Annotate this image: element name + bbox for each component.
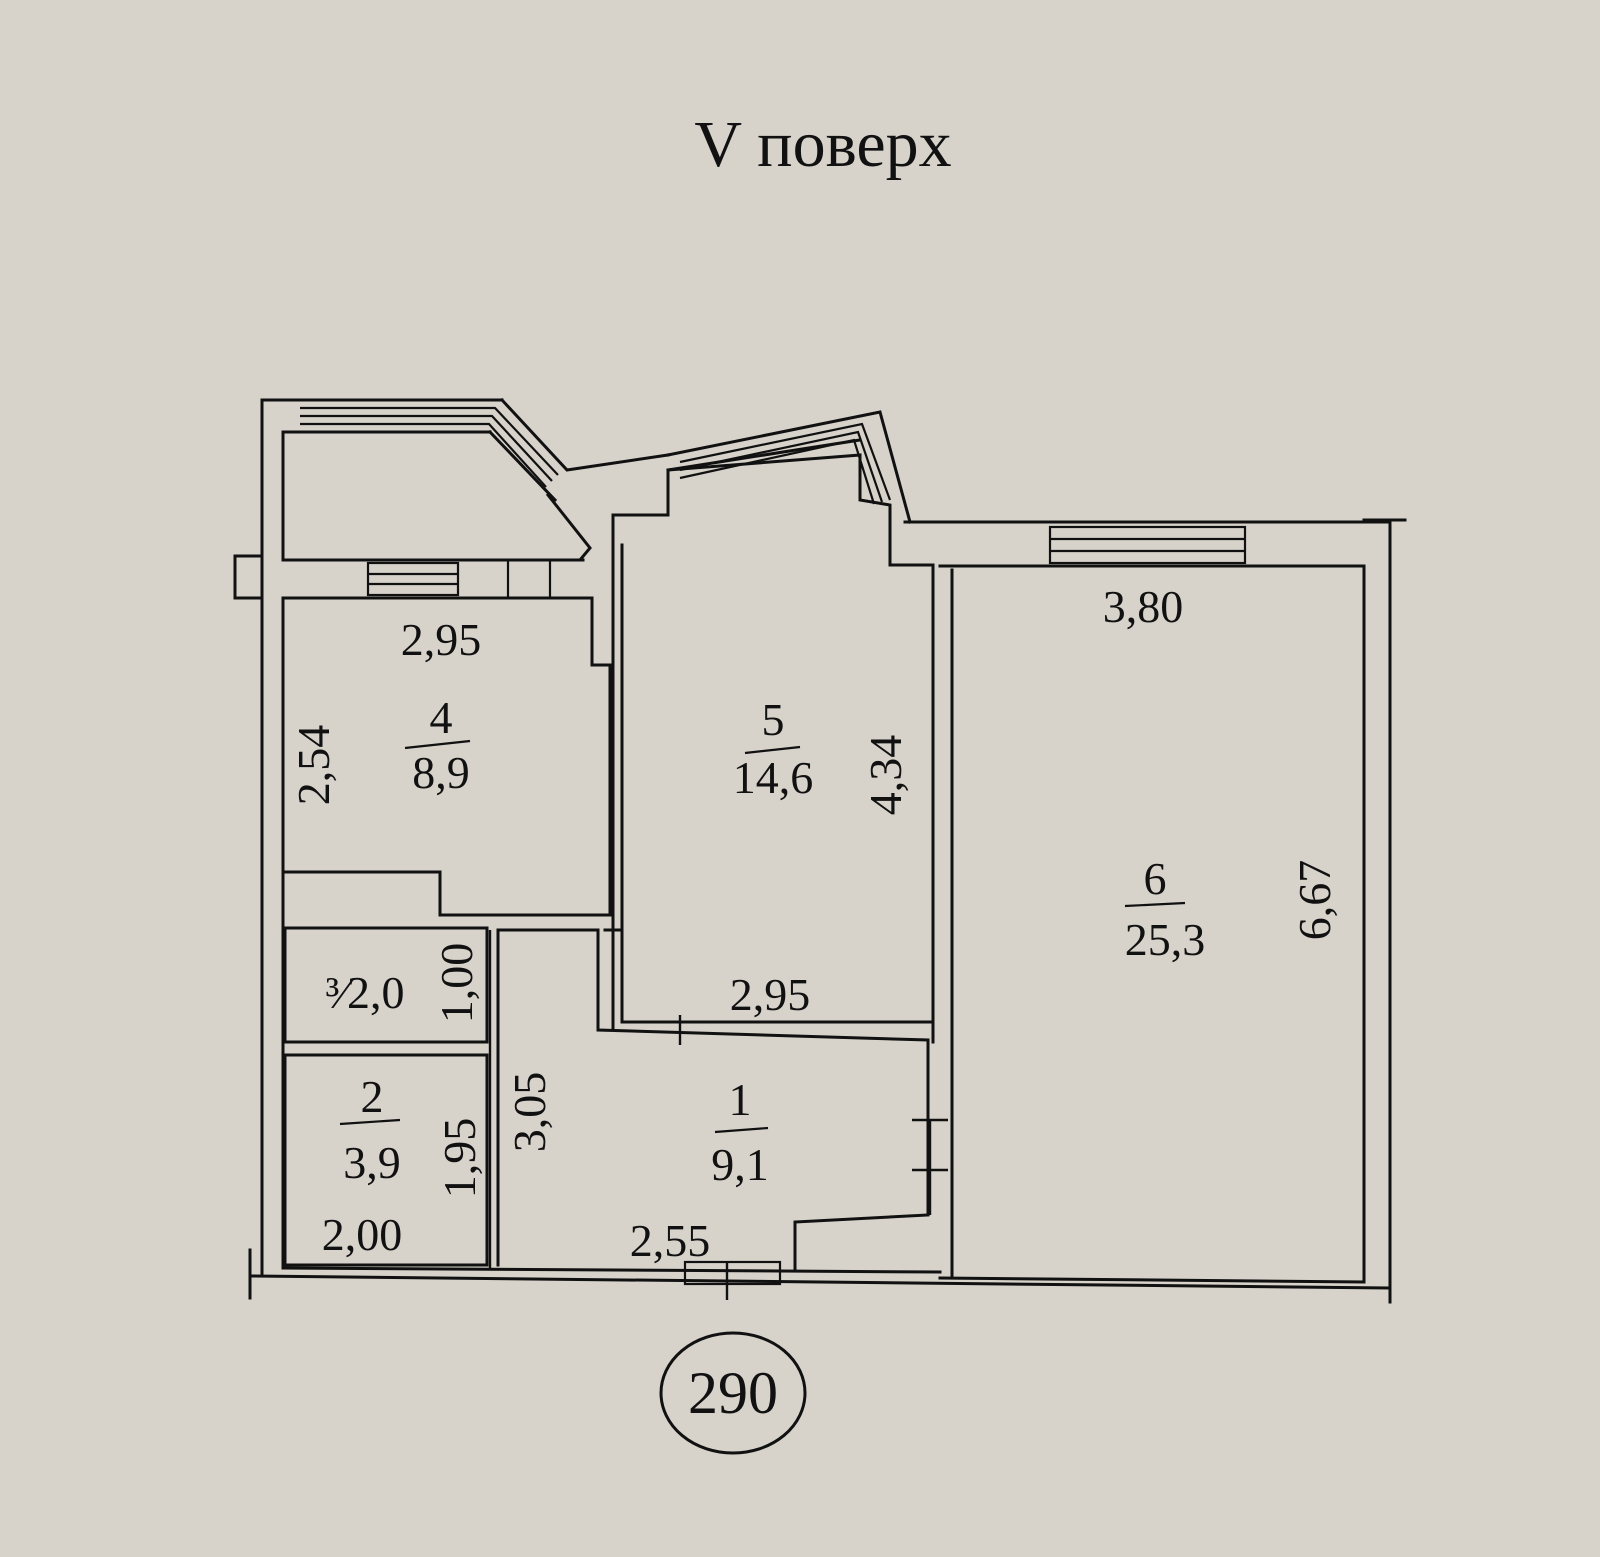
room-2-label: 2 3,9 bbox=[339, 1071, 401, 1188]
room-1-length: 3,05 bbox=[504, 1072, 555, 1153]
floor-title: V поверх bbox=[694, 108, 951, 181]
room-5-area: 14,6 bbox=[733, 752, 814, 803]
room-6-width: 3,80 bbox=[1103, 581, 1184, 632]
room-4-length: 2,54 bbox=[288, 725, 339, 806]
room-5-number: 5 bbox=[762, 694, 785, 745]
room-1-walls bbox=[496, 928, 930, 1272]
room-4-width: 2,95 bbox=[401, 614, 482, 665]
room-5-length: 4,34 bbox=[860, 735, 911, 816]
dimension-labels: 2,95 2,54 2,95 4,34 3,80 6,67 1,00 2,00 … bbox=[288, 581, 1340, 1266]
room-2-width: 2,00 bbox=[322, 1209, 403, 1260]
plan-number: 290 bbox=[688, 1360, 778, 1426]
room-6-label: 6 25,3 bbox=[1125, 853, 1206, 965]
room-2-area: 3,9 bbox=[343, 1137, 401, 1188]
room-6-walls bbox=[938, 568, 1366, 1284]
room-1-number: 1 bbox=[729, 1074, 752, 1125]
room-2-walls bbox=[283, 930, 492, 1270]
room-6-area: 25,3 bbox=[1125, 914, 1206, 965]
room-6-length: 6,67 bbox=[1289, 860, 1340, 941]
room-5-label: 5 14,6 bbox=[733, 694, 814, 803]
room-1-area: 9,1 bbox=[711, 1139, 769, 1190]
room-3-label: ³⁄2,0 bbox=[326, 967, 405, 1018]
room-2-number: 2 bbox=[361, 1071, 384, 1122]
room-6-number: 6 bbox=[1144, 853, 1167, 904]
room-3-area: ³⁄2,0 bbox=[326, 967, 405, 1018]
room-1-width: 2,55 bbox=[630, 1215, 711, 1266]
room-4-area: 8,9 bbox=[412, 747, 470, 798]
room-2-length: 1,95 bbox=[434, 1118, 485, 1199]
room-4-number: 4 bbox=[430, 692, 453, 743]
outer-walls bbox=[233, 398, 1407, 1304]
room-3-walls bbox=[283, 926, 489, 1044]
room-5-width: 2,95 bbox=[730, 969, 811, 1020]
room-1-label: 1 9,1 bbox=[711, 1074, 769, 1190]
plan-number-badge: 290 bbox=[659, 1331, 807, 1455]
room-4-label: 4 8,9 bbox=[404, 692, 471, 798]
room-3-length: 1,00 bbox=[431, 943, 482, 1024]
windows bbox=[300, 406, 1247, 1300]
room-5-walls bbox=[603, 453, 935, 1044]
